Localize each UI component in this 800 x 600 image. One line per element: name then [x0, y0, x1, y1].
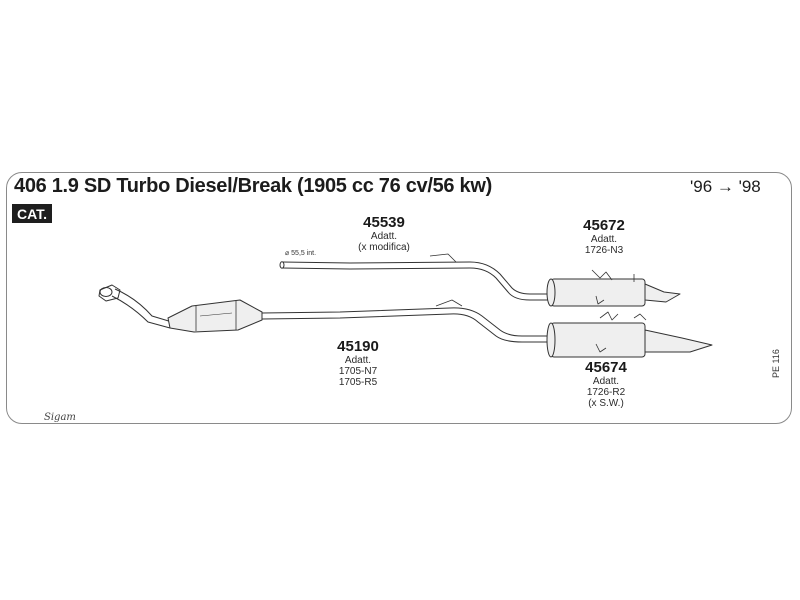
part-number: 45674	[585, 359, 627, 376]
part-45539-label: 45539 Adatt. (x modifica)	[352, 214, 416, 253]
part-note: 1705-R5	[338, 377, 378, 388]
cat-badge: CAT.	[12, 204, 53, 223]
part-45672-label: 45672 Adatt. 1726-N3	[572, 217, 636, 256]
silencer-45674	[546, 311, 713, 358]
diagram-panel	[6, 172, 792, 424]
pipe-diameter-label: ⌀ 55,5 int.	[285, 250, 317, 257]
part-number: 45672	[583, 217, 625, 234]
part-note: 1726-N3	[584, 245, 624, 256]
brand-logo: Sigam	[44, 412, 76, 423]
silencer-45672	[546, 269, 681, 307]
part-note: (x modifica)	[358, 242, 410, 253]
part-note: Adatt.	[590, 234, 618, 245]
part-45190-label: 45190 Adatt. 1705-N7 1705-R5	[326, 338, 390, 388]
vehicle-title: 406 1.9 SD Turbo Diesel/Break (1905 cc 7…	[14, 175, 492, 197]
part-number: 45190	[337, 338, 379, 355]
part-number: 45539	[363, 214, 405, 231]
part-note: Adatt.	[344, 355, 372, 366]
pipe-45539	[279, 253, 552, 301]
part-note: Adatt.	[370, 231, 398, 242]
part-note: 1726-R2	[586, 387, 626, 398]
year-range: '96 → '98	[690, 177, 761, 196]
part-note: 1705-N7	[338, 366, 378, 377]
part-note: (x S.W.)	[588, 398, 624, 409]
part-45674-label: 45674 Adatt. 1726-R2 (x S.W.)	[574, 359, 638, 409]
part-note: Adatt.	[592, 376, 620, 387]
pipe-45190	[98, 284, 552, 343]
